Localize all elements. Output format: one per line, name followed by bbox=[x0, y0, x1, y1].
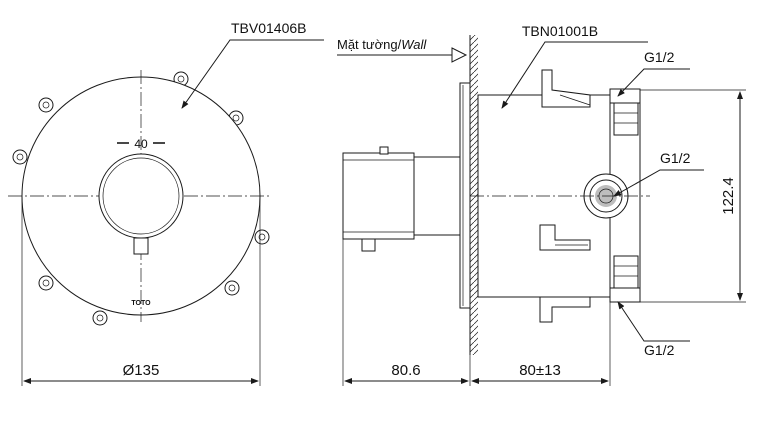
body-code-leader bbox=[501, 41, 648, 109]
handle-collar bbox=[413, 156, 461, 236]
top-outlet-port bbox=[613, 102, 639, 136]
thread-top-label: G1/2 bbox=[644, 49, 675, 65]
height-dim-value: 122.4 bbox=[720, 177, 737, 215]
mounting-lug bbox=[12, 149, 28, 165]
handle-pointer-side bbox=[379, 146, 389, 155]
handle-knob-inner bbox=[102, 157, 180, 235]
body-code-label: TBN01001B bbox=[522, 23, 598, 39]
side-view: Mặt tường/Wall bbox=[337, 23, 746, 386]
cover-code-leader bbox=[181, 39, 324, 109]
handle-lever-side bbox=[361, 238, 376, 252]
cover-plate-side bbox=[459, 82, 471, 309]
top-outlet bbox=[609, 88, 641, 104]
bottom-outlet-port bbox=[613, 255, 639, 289]
bottom-outlet bbox=[609, 287, 641, 303]
top-bracket bbox=[541, 69, 591, 108]
bottom-bracket bbox=[539, 296, 591, 323]
mounting-lug bbox=[92, 310, 108, 326]
thread-bottom-leader bbox=[617, 301, 690, 342]
mounting-lug bbox=[38, 275, 54, 291]
thread-bottom-label: G1/2 bbox=[644, 342, 675, 358]
brand-logo: TOTO bbox=[131, 300, 151, 307]
mounting-lug bbox=[38, 97, 54, 113]
thread-top-leader bbox=[617, 68, 690, 97]
depth-front-dim-value: 80.6 bbox=[391, 362, 420, 379]
wall-label: Mặt tường/Wall bbox=[337, 37, 427, 52]
top-bracket-edge bbox=[559, 94, 591, 106]
handle-body-side bbox=[342, 152, 415, 240]
handle-knob bbox=[98, 153, 184, 239]
depth-back-dim-value: 80±13 bbox=[519, 362, 561, 379]
wall-hatch bbox=[470, 35, 478, 355]
thread-side-leader bbox=[613, 169, 704, 197]
diameter-dim-value: Ø135 bbox=[123, 362, 160, 379]
wall-arrow-icon bbox=[451, 47, 468, 63]
front-view: 40 TOTO TBV01406B Ø135 bbox=[8, 20, 324, 386]
mounting-lug bbox=[254, 229, 270, 245]
cover-code-label: TBV01406B bbox=[231, 20, 307, 36]
middle-bracket bbox=[539, 224, 591, 251]
handle-lever bbox=[133, 237, 149, 255]
thread-side-label: G1/2 bbox=[660, 150, 691, 166]
mounting-lug bbox=[224, 280, 240, 296]
temp-mark-label: 40 bbox=[134, 137, 148, 151]
